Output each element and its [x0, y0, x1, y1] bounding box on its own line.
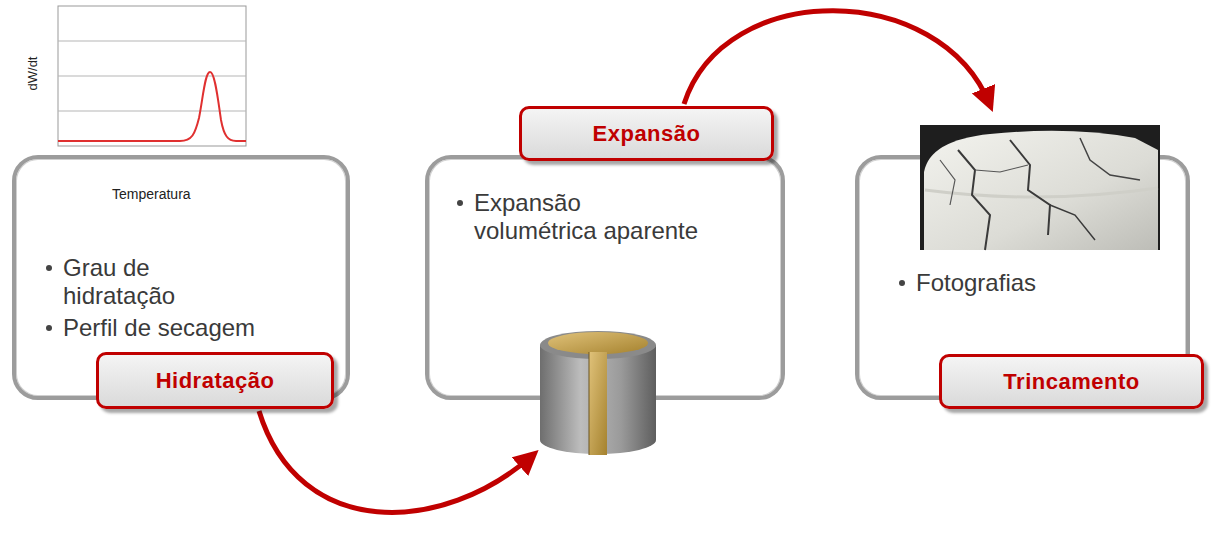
bullet-item: Perfil de secagem	[46, 314, 261, 342]
bullet-dot	[899, 280, 905, 286]
bullet-item: Expansão volumétrica aparente	[457, 189, 703, 245]
stage-title: Expansão	[519, 106, 774, 161]
flow-arrow	[259, 411, 533, 512]
stage-title-text: Expansão	[593, 121, 701, 147]
stage-panel: Expansão volumétrica aparenteExpansão	[425, 155, 785, 400]
bullet-item: Fotografias	[899, 269, 1136, 297]
axis-label: Temperatura	[112, 186, 191, 202]
bullet-dot	[46, 265, 52, 271]
bullet-list: Grau de hidrataçãoPerfil de secagem	[46, 254, 261, 346]
bullet-list: Expansão volumétrica aparente	[457, 189, 703, 249]
bullet-item: Grau de hidratação	[46, 254, 261, 310]
bullet-text: Fotografias	[916, 269, 1136, 297]
stage-title-text: Trincamento	[1003, 369, 1139, 395]
expansion-cell	[540, 331, 656, 455]
stage-title: Hidratação	[96, 352, 334, 409]
stage-title-text: Hidratação	[156, 368, 275, 394]
bullet-text: Perfil de secagem	[63, 314, 261, 342]
axis-label: dW/dt	[25, 57, 40, 91]
stage-panel: FotografiasTrincamento	[855, 155, 1190, 400]
bullet-list: Fotografias	[899, 269, 1136, 301]
bullet-dot	[46, 325, 52, 331]
bullet-dot	[457, 200, 463, 206]
bullet-text: Grau de hidratação	[63, 254, 261, 310]
cracked-sample-photo	[920, 125, 1160, 250]
flow-arrow	[684, 11, 990, 105]
stage-title: Trincamento	[939, 354, 1204, 409]
bullet-text: Expansão volumétrica aparente	[474, 189, 703, 245]
